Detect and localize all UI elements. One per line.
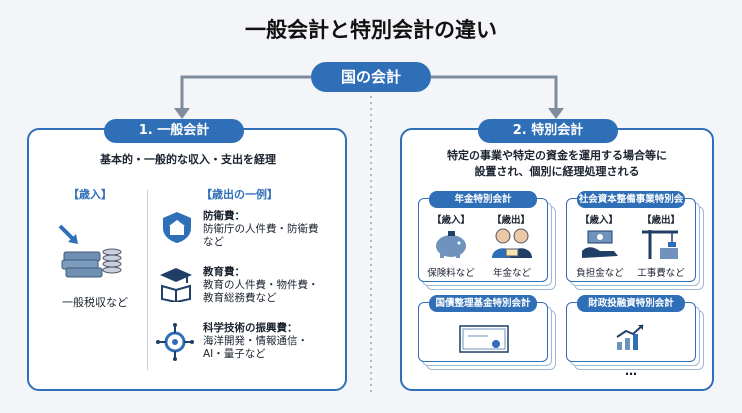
card-title: 社会資本整備事業特別会計	[577, 191, 685, 222]
expenditure-item-line: 防衛庁の人件費・防衛費	[203, 223, 319, 235]
expenditure-item-line: 教育総務費など	[203, 292, 277, 304]
expenditure-label: 【歳出の一例】	[201, 188, 278, 201]
expenditure-item-line: 海洋開発・情報通信・	[203, 335, 308, 347]
expenditure-item-title: 科学技術の振興費：	[203, 322, 298, 334]
money-icon	[58, 224, 122, 278]
revenue-label: 【歳入】	[68, 188, 112, 201]
card-revenue-caption: 負担金など	[576, 268, 624, 279]
card-expenditure-caption: 年金など	[492, 268, 531, 279]
card-revenue-caption: 保険料など	[427, 268, 475, 279]
expenditure-item-title: 防衛費：	[203, 210, 245, 222]
card-expenditure-label: 【歳出】	[491, 215, 530, 226]
card-title: 年金特別会計	[429, 191, 537, 208]
graduation-book-icon	[160, 268, 192, 302]
special-account-description: 設置され、個別に経理処理される	[474, 165, 640, 178]
card-title: 国債整理基金特別会計	[429, 295, 537, 312]
page-title: 一般会計と特別会計の違い	[245, 18, 497, 42]
expenditure-item-title: 教育費：	[203, 266, 245, 278]
card-expenditure-caption: 工事費など	[637, 268, 685, 279]
expenditure-item-line: AI・量子など	[203, 348, 266, 360]
root-account-pill: 国の会計	[311, 62, 431, 92]
expenditure-item-line: 教育の人件費・物件費・	[203, 279, 319, 291]
certificate-icon	[459, 325, 509, 353]
fiscal-investment-loan-card: 財政投融資特別会計	[566, 295, 696, 362]
general-account-heading: 1. 一般会計	[104, 119, 244, 143]
special-account-description: 特定の事業や特定の資金を運用する場合等に	[447, 149, 667, 162]
growth-chart-icon	[616, 324, 644, 350]
payment-icon	[582, 230, 618, 258]
expenditure-item-line: など	[203, 236, 224, 248]
elderly-couple-icon	[492, 228, 532, 258]
card-revenue-label: 【歳入】	[579, 215, 618, 226]
card-revenue-label: 【歳入】	[431, 215, 470, 226]
revenue-caption: 一般税収など	[62, 296, 128, 309]
general-account-description: 基本的・一般的な収入・支出を経理	[100, 153, 276, 166]
card-expenditure-label: 【歳出】	[641, 215, 680, 226]
divider	[147, 190, 148, 370]
shield-icon	[163, 212, 191, 243]
special-account-heading: 2. 特別会計	[478, 119, 618, 143]
circuit-icon	[156, 323, 194, 361]
card-title: 財政投融資特別会計	[577, 295, 685, 312]
more-indicator: …	[625, 364, 637, 378]
construction-crane-icon	[642, 230, 678, 259]
piggy-bank-icon	[436, 231, 466, 258]
